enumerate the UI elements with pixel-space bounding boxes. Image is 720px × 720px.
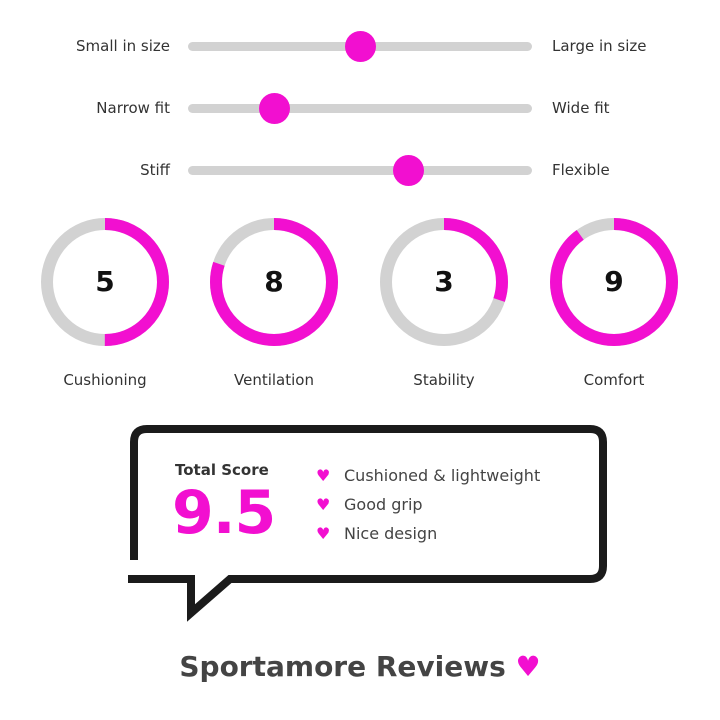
slider-left-label: Narrow fit	[96, 99, 170, 117]
slider-left-label: Stiff	[140, 161, 170, 179]
rating-value: 8	[264, 265, 284, 298]
slider-thumb	[259, 93, 290, 124]
slider-track	[188, 104, 532, 113]
rating-label: Comfort	[583, 371, 645, 389]
heart-icon: ♥	[515, 650, 541, 683]
total-score-label: Total Score	[175, 461, 269, 479]
slider-right-label: Flexible	[552, 161, 610, 179]
slider-row: Narrow fit Wide fit	[0, 93, 720, 124]
slider-track	[188, 166, 532, 175]
rating-value: 5	[95, 265, 115, 298]
pro-item: ♥ Nice design	[316, 519, 540, 548]
ring-fill	[210, 218, 338, 346]
slider-thumb	[345, 31, 376, 62]
rating-label: Ventilation	[234, 371, 314, 389]
heart-icon: ♥	[316, 524, 331, 543]
pro-item: ♥ Cushioned & lightweight	[316, 461, 540, 490]
slider-right-label: Large in size	[552, 37, 647, 55]
slider-left-label: Small in size	[76, 37, 170, 55]
pros-list: ♥ Cushioned & lightweight ♥ Good grip ♥ Nic…	[316, 461, 540, 548]
rating-ventilation: 8 Ventilation	[204, 215, 344, 389]
brand-footer: Sportamore Reviews ♥	[0, 650, 720, 683]
pro-text: Nice design	[344, 524, 438, 543]
pro-item: ♥ Good grip	[316, 490, 540, 519]
ring-fill	[550, 218, 678, 346]
rating-value: 3	[434, 265, 454, 298]
ring-fill	[41, 218, 169, 346]
rating-label: Stability	[413, 371, 475, 389]
pro-text: Cushioned & lightweight	[344, 466, 541, 485]
rating-label: Cushioning	[63, 371, 147, 389]
slider-row: Stiff Flexible	[0, 155, 720, 186]
rating-comfort: 9 Comfort	[544, 215, 684, 389]
slider-right-label: Wide fit	[552, 99, 610, 117]
heart-icon: ♥	[316, 466, 331, 485]
rating-value: 9	[604, 265, 624, 298]
total-score-value: 9.5	[172, 478, 276, 548]
brand-name: Sportamore Reviews	[179, 650, 506, 683]
ring-fill	[380, 218, 508, 346]
rating-stability: 3 Stability	[374, 215, 514, 389]
slider-thumb	[393, 155, 425, 186]
rating-cushioning: 5 Cushioning	[35, 215, 175, 389]
slider-row: Small in size Large in size	[0, 31, 720, 62]
pro-text: Good grip	[344, 495, 423, 514]
heart-icon: ♥	[316, 495, 331, 514]
